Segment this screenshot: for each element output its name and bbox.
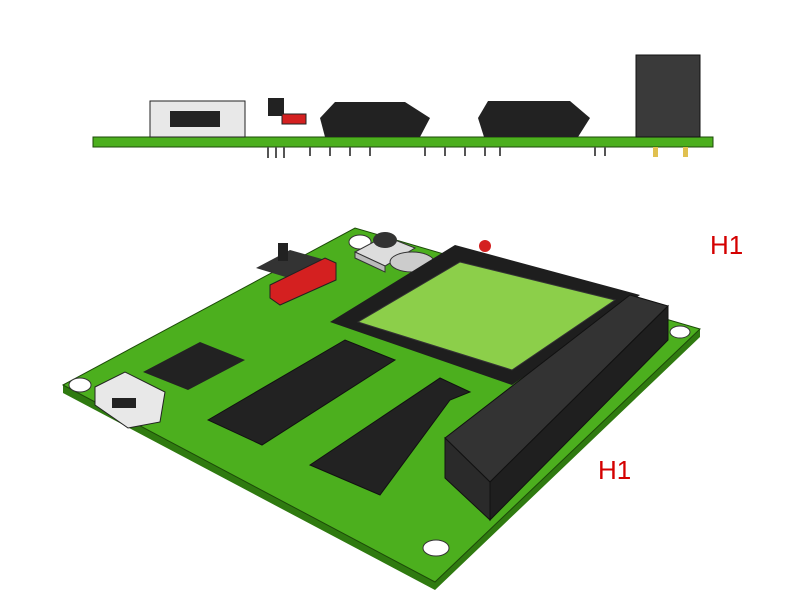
side-view bbox=[92, 54, 714, 158]
header-label-top: H1 bbox=[710, 230, 744, 260]
side-chip-1 bbox=[320, 102, 430, 137]
side-header-pin bbox=[653, 147, 658, 157]
side-header-pin bbox=[683, 147, 688, 157]
side-board bbox=[92, 136, 714, 148]
dip-chip-2 bbox=[308, 377, 472, 496]
side-red-switch bbox=[281, 113, 307, 125]
led bbox=[479, 240, 491, 252]
soic-chip bbox=[143, 342, 245, 390]
pin-header-side bbox=[489, 304, 669, 522]
slide-switch-knob bbox=[112, 398, 136, 408]
switch-knob bbox=[278, 243, 288, 261]
header-label-bottom: H1 bbox=[598, 455, 632, 485]
side-pins bbox=[267, 147, 606, 158]
mounting-hole bbox=[422, 539, 450, 557]
mounting-hole bbox=[669, 325, 691, 339]
red-switch bbox=[269, 257, 337, 306]
dip-chip-1 bbox=[206, 339, 397, 446]
button-cap bbox=[373, 232, 397, 248]
side-header bbox=[635, 54, 701, 138]
iso-view bbox=[61, 227, 701, 590]
mcu-die bbox=[356, 261, 617, 371]
board-edge bbox=[63, 329, 700, 590]
side-button bbox=[268, 98, 284, 116]
mounting-hole bbox=[68, 377, 92, 393]
side-switch-slot bbox=[170, 111, 220, 127]
side-chip-2 bbox=[478, 101, 590, 137]
